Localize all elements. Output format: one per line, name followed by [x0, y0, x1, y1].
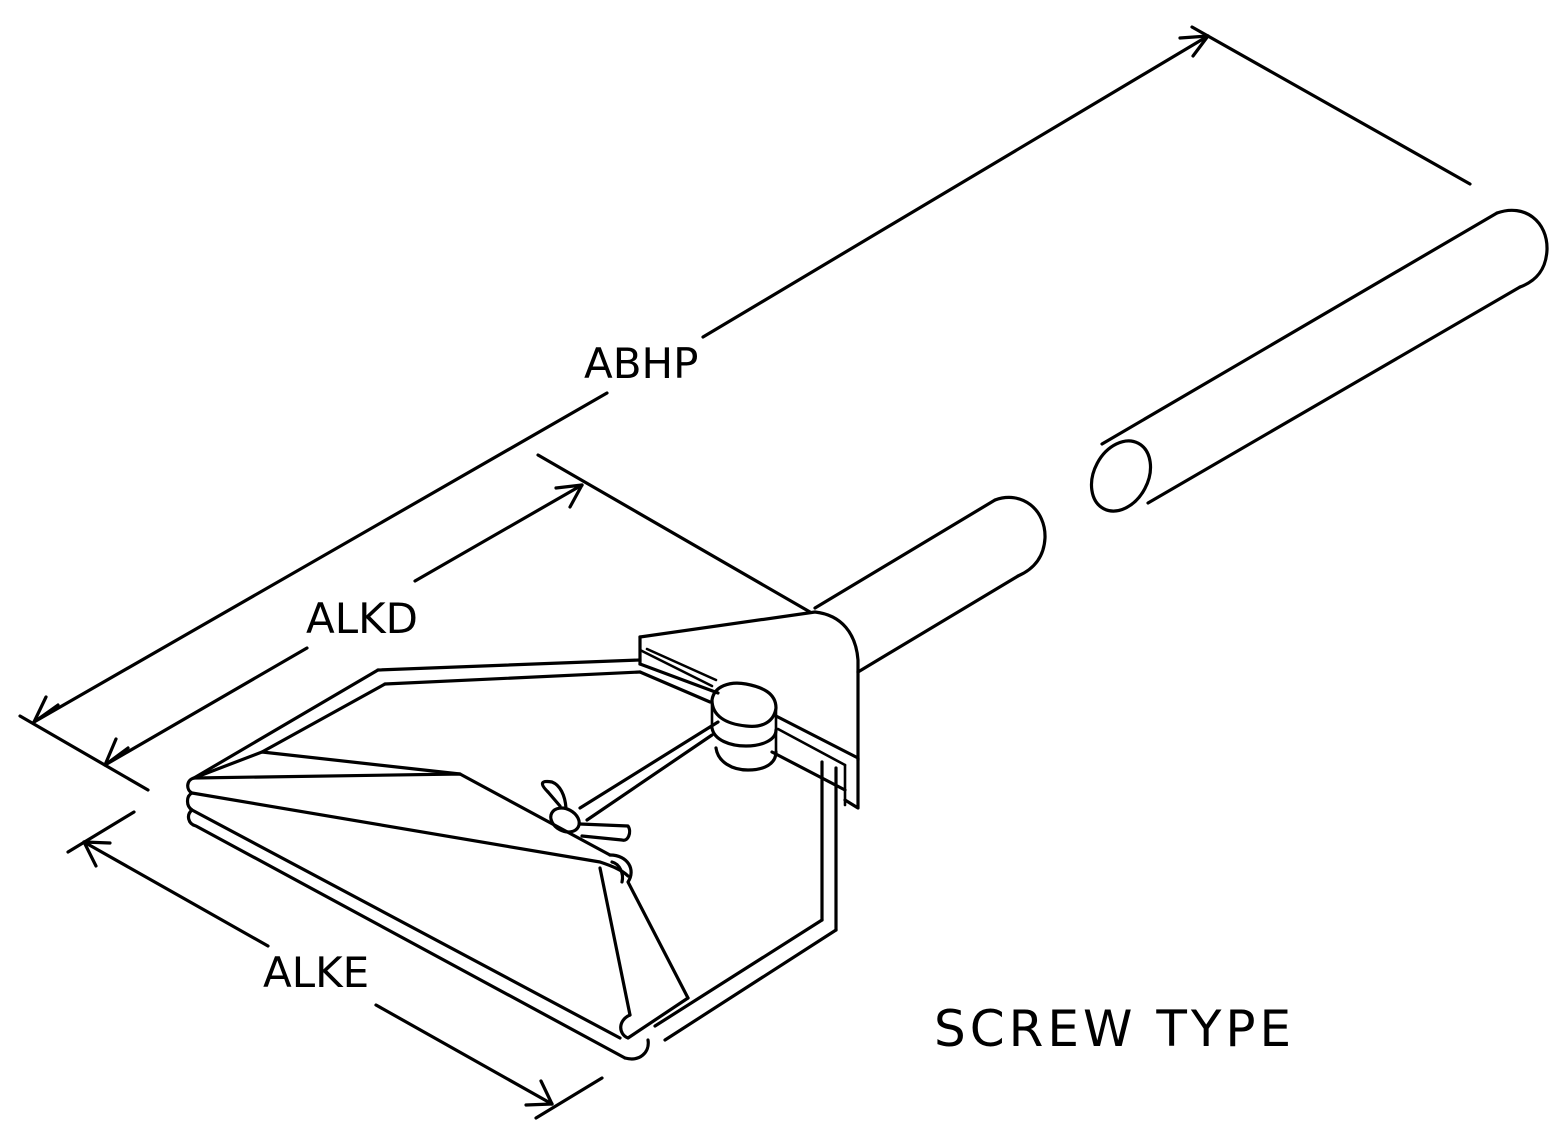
dimension-abhp: [18, 25, 1472, 792]
handle-near-segment: [813, 495, 1047, 674]
dimension-alkd-label: ALKD: [306, 594, 418, 643]
ferrule: [638, 610, 860, 810]
dimension-alke-label: ALKE: [263, 948, 369, 997]
squeegee-frame: [192, 658, 838, 1042]
handle-far-segment: [1089, 208, 1549, 513]
dimension-alkd: [103, 453, 812, 767]
swivel-joint: [710, 681, 778, 772]
caption-screw-type: SCREW TYPE: [934, 1000, 1295, 1058]
squeegee-blade: [185, 750, 690, 1061]
wing-screw: [540, 779, 632, 842]
dimension-abhp-label: ABHP: [584, 339, 698, 388]
dimension-alke: [66, 810, 604, 1120]
